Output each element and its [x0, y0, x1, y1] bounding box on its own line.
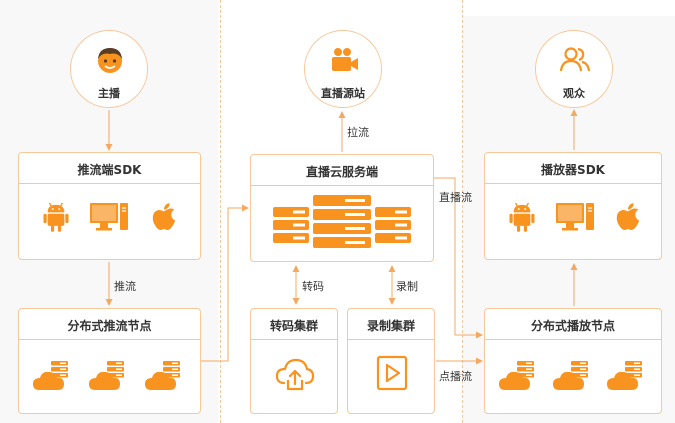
cloud-server-icon: [499, 361, 534, 390]
edge-label-transcode: 转码: [302, 280, 324, 293]
node-play-nodes: 分布式播放节点: [484, 308, 662, 414]
face-icon: [98, 48, 122, 73]
node-transcode: 转码集群: [250, 308, 338, 414]
edge-cloud-to-play-nodes: [434, 177, 483, 339]
node-origin: 直播源站: [304, 30, 382, 108]
server-stack-icon: [273, 195, 411, 248]
desktop-icon: [90, 203, 128, 231]
apple-icon: [616, 203, 640, 230]
node-transcode-title: 转码集群: [269, 319, 318, 333]
node-player-sdk-title: 播放器SDK: [541, 163, 605, 177]
node-push-sdk: 推流端SDK: [18, 152, 201, 260]
edge-label-pull: 拉流: [347, 126, 369, 139]
cloud-server-icon: [89, 361, 124, 390]
node-origin-label: 直播源站: [321, 87, 365, 100]
node-play-nodes-title: 分布式播放节点: [530, 319, 615, 333]
node-anchor-label: 主播: [98, 87, 120, 100]
edge-label-record: 录制: [396, 280, 418, 293]
node-record: 录制集群: [347, 308, 435, 414]
cloud-server-icon: [607, 361, 642, 390]
node-audience: 观众: [535, 30, 613, 108]
desktop-icon: [556, 203, 594, 231]
edge-label-push: 推流: [114, 280, 136, 293]
cloud-server-icon: [145, 361, 180, 390]
column-divider-left: [220, 0, 221, 423]
android-icon: [43, 202, 69, 232]
node-cloud-server: 直播云服务端: [250, 154, 434, 262]
node-push-nodes: 分布式推流节点: [18, 308, 201, 414]
users-icon: [559, 47, 591, 72]
node-record-title: 录制集群: [366, 319, 415, 333]
cloud-server-icon: [33, 361, 68, 390]
cloud-upload-icon: [275, 358, 315, 391]
apple-icon: [152, 203, 176, 230]
video-camera-icon: [332, 48, 358, 71]
edge-push-nodes-to-cloud: [201, 204, 249, 362]
node-anchor: 主播: [70, 30, 148, 108]
edge-label-vod: 点播流: [439, 370, 472, 383]
node-push-sdk-title: 推流端SDK: [77, 163, 142, 177]
video-play-icon: [376, 355, 408, 391]
edge-label-live: 直播流: [439, 191, 472, 204]
node-audience-label: 观众: [563, 87, 585, 100]
node-player-sdk: 播放器SDK: [484, 152, 662, 260]
node-cloud-server-title: 直播云服务端: [305, 165, 378, 179]
android-icon: [509, 202, 535, 232]
node-push-nodes-title: 分布式推流节点: [67, 319, 152, 333]
column-divider-right: [462, 0, 463, 423]
cloud-server-icon: [553, 361, 588, 390]
